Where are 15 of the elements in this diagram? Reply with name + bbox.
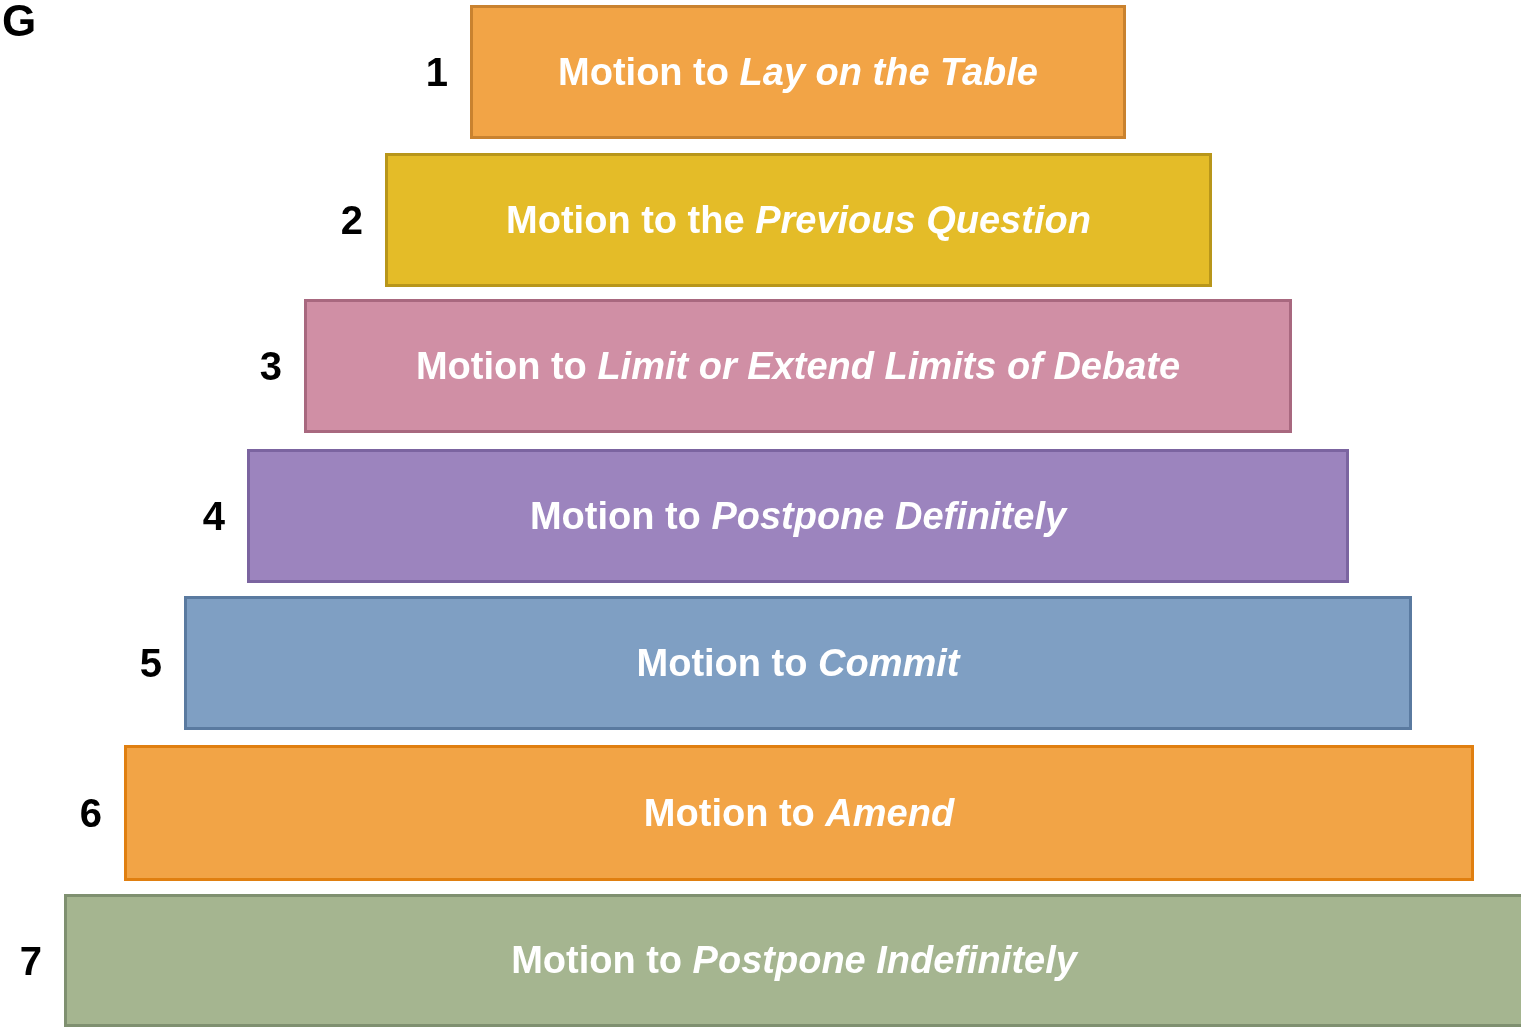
step-label: Motion to Postpone Indefinitely <box>511 939 1077 982</box>
step-label: Motion to Postpone Definitely <box>529 494 1067 538</box>
step-number: 7 <box>19 938 42 983</box>
step-label: Motion to Limit or Extend Limits of Debate <box>415 344 1181 388</box>
step-label: Motion to Amend <box>643 791 955 835</box>
step-number: 3 <box>259 343 282 389</box>
step-number: 2 <box>340 197 363 243</box>
step-number: 1 <box>425 49 448 95</box>
heading-letter: G <box>2 0 37 46</box>
step-label: Motion to Commit <box>636 641 960 685</box>
step-number: 6 <box>79 790 102 836</box>
step-number: 4 <box>202 493 225 539</box>
step-label: Motion to the Previous Question <box>506 198 1091 242</box>
step-label: Motion to Lay on the Table <box>558 50 1038 94</box>
step-number: 5 <box>139 640 162 686</box>
